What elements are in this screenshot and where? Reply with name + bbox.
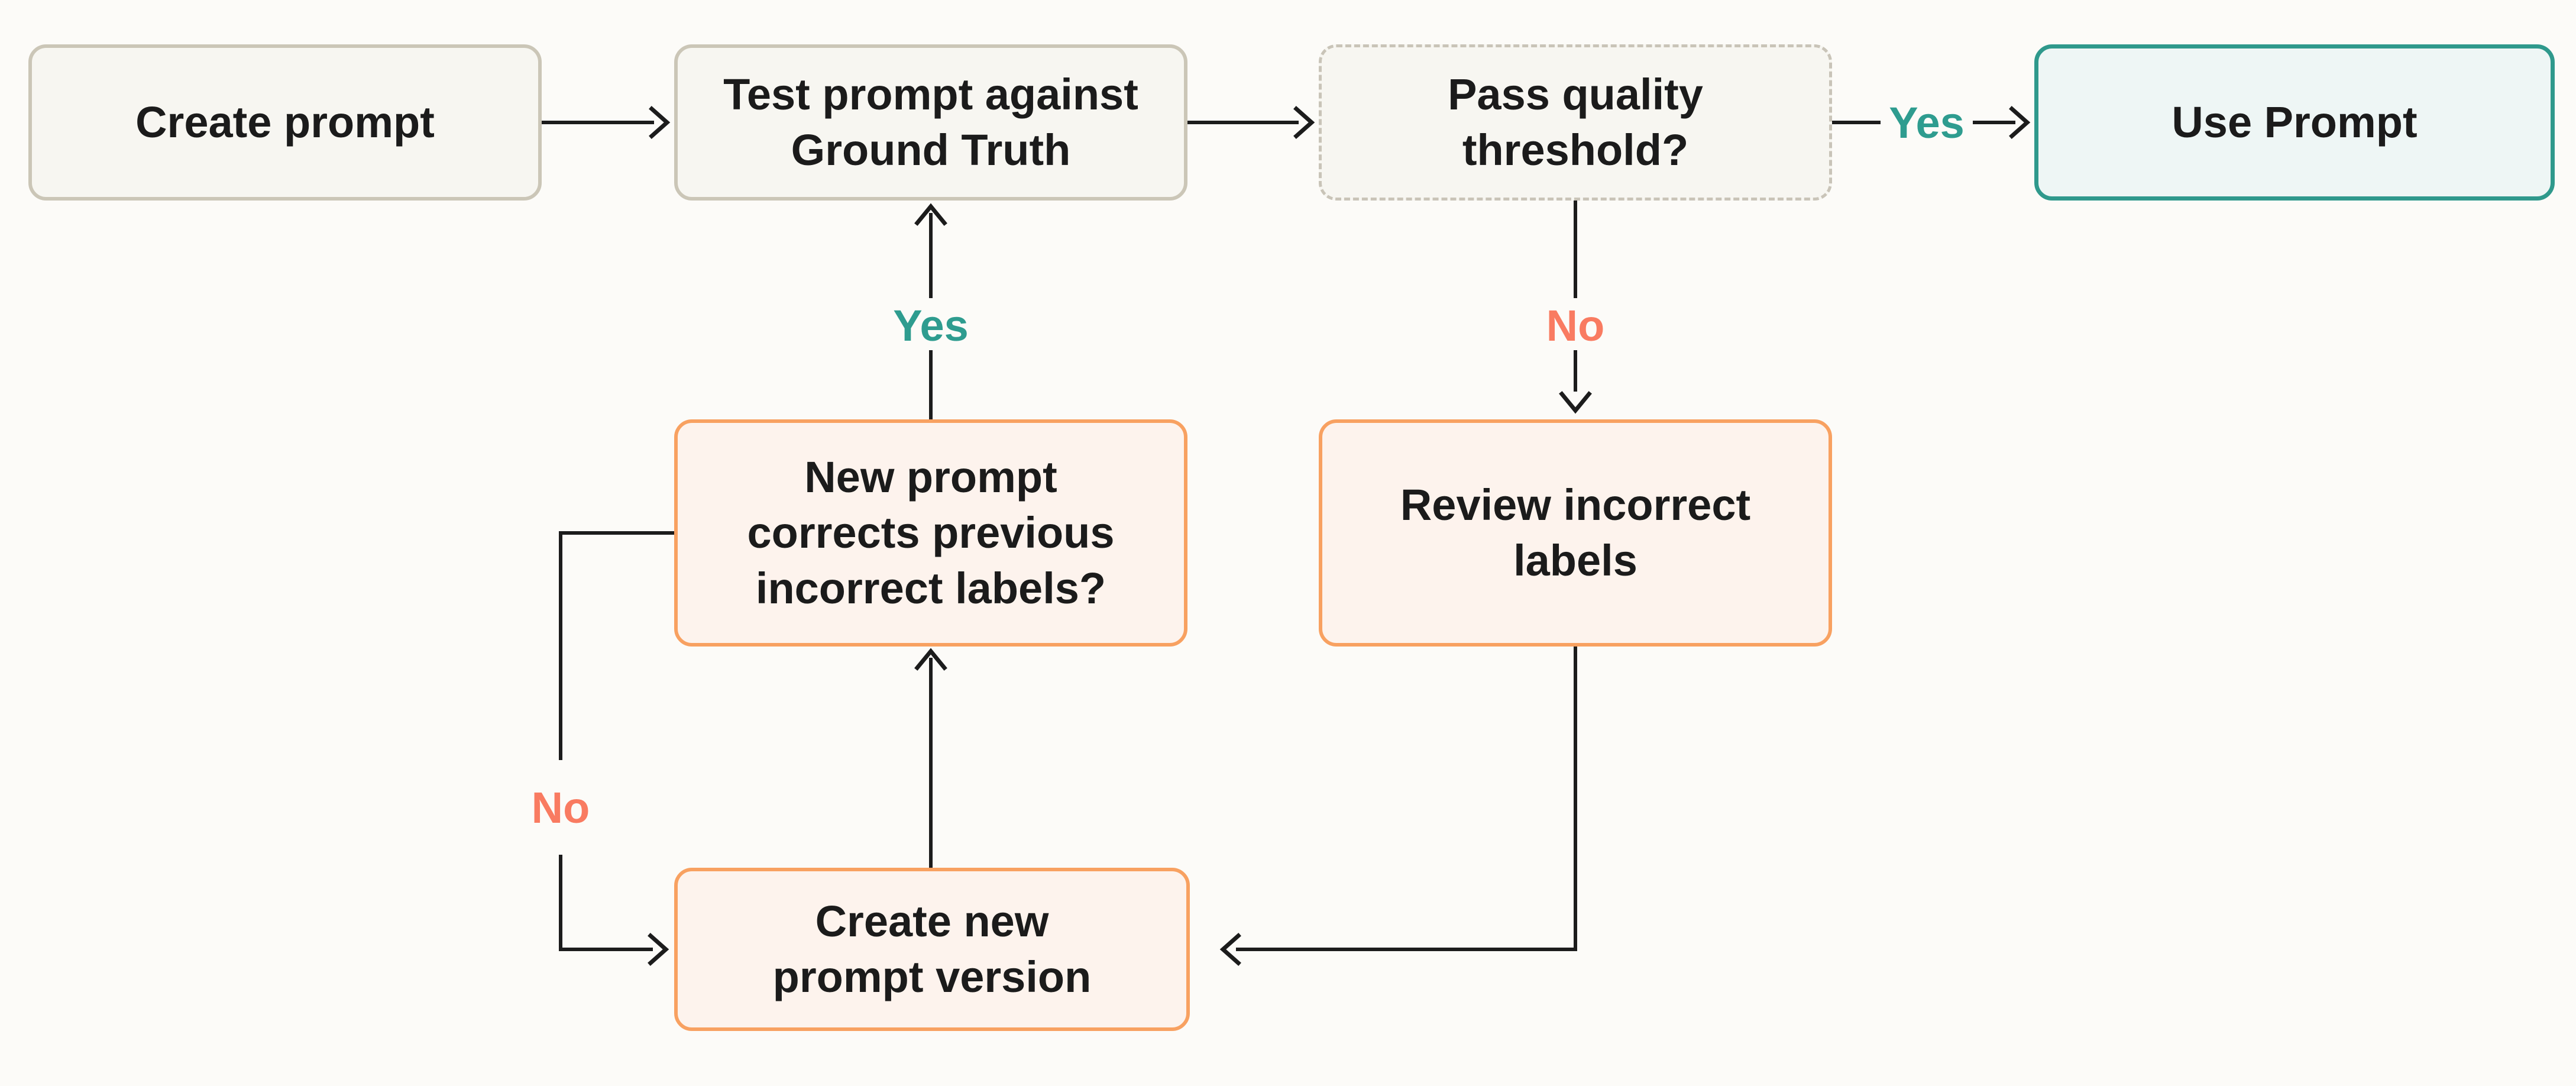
node-create-new-prompt-version: Create new prompt version bbox=[674, 868, 1190, 1031]
edge-label-no-new-version: No bbox=[531, 783, 590, 832]
node-test-prompt: Test prompt against Ground Truth bbox=[674, 44, 1187, 201]
arrowhead-corrects-to-test bbox=[914, 203, 947, 226]
arrow-corrects-loop-bottom bbox=[559, 855, 653, 951]
node-new-prompt-corrects: New prompt corrects previous incorrect l… bbox=[674, 419, 1187, 647]
node-create-prompt: Create prompt bbox=[28, 44, 542, 201]
edge-label-yes-use-prompt: Yes bbox=[1889, 98, 1965, 147]
edge-label-yes-retest: Yes bbox=[893, 300, 969, 350]
node-create-prompt-label: Create prompt bbox=[135, 98, 435, 147]
node-pass-quality-threshold: Pass quality threshold? bbox=[1319, 44, 1832, 201]
edge-label-no-review: No bbox=[1546, 300, 1605, 350]
arrowhead-pass-to-review bbox=[1559, 391, 1592, 414]
node-test-prompt-label: Test prompt against Ground Truth bbox=[723, 70, 1138, 174]
node-create-new-prompt-version-label: Create new prompt version bbox=[772, 897, 1092, 1001]
node-review-incorrect-labels-label: Review incorrect labels bbox=[1400, 480, 1751, 585]
arrowhead-corrects-loop bbox=[648, 933, 669, 966]
node-pass-quality-threshold-label: Pass quality threshold? bbox=[1448, 70, 1703, 174]
arrow-corrects-loop-top bbox=[559, 531, 674, 760]
arrowhead-create-to-test bbox=[649, 106, 671, 139]
arrow-review-to-version bbox=[1236, 647, 1577, 951]
arrowhead-test-to-pass bbox=[1293, 106, 1315, 139]
arrowhead-pass-to-use bbox=[2009, 106, 2031, 139]
arrowhead-review-to-version bbox=[1219, 933, 1241, 966]
node-use-prompt: Use Prompt bbox=[2034, 44, 2555, 201]
node-use-prompt-label: Use Prompt bbox=[2172, 98, 2418, 147]
node-review-incorrect-labels: Review incorrect labels bbox=[1319, 419, 1832, 647]
arrowhead-version-to-corrects bbox=[914, 648, 947, 671]
node-new-prompt-corrects-label: New prompt corrects previous incorrect l… bbox=[747, 452, 1115, 613]
